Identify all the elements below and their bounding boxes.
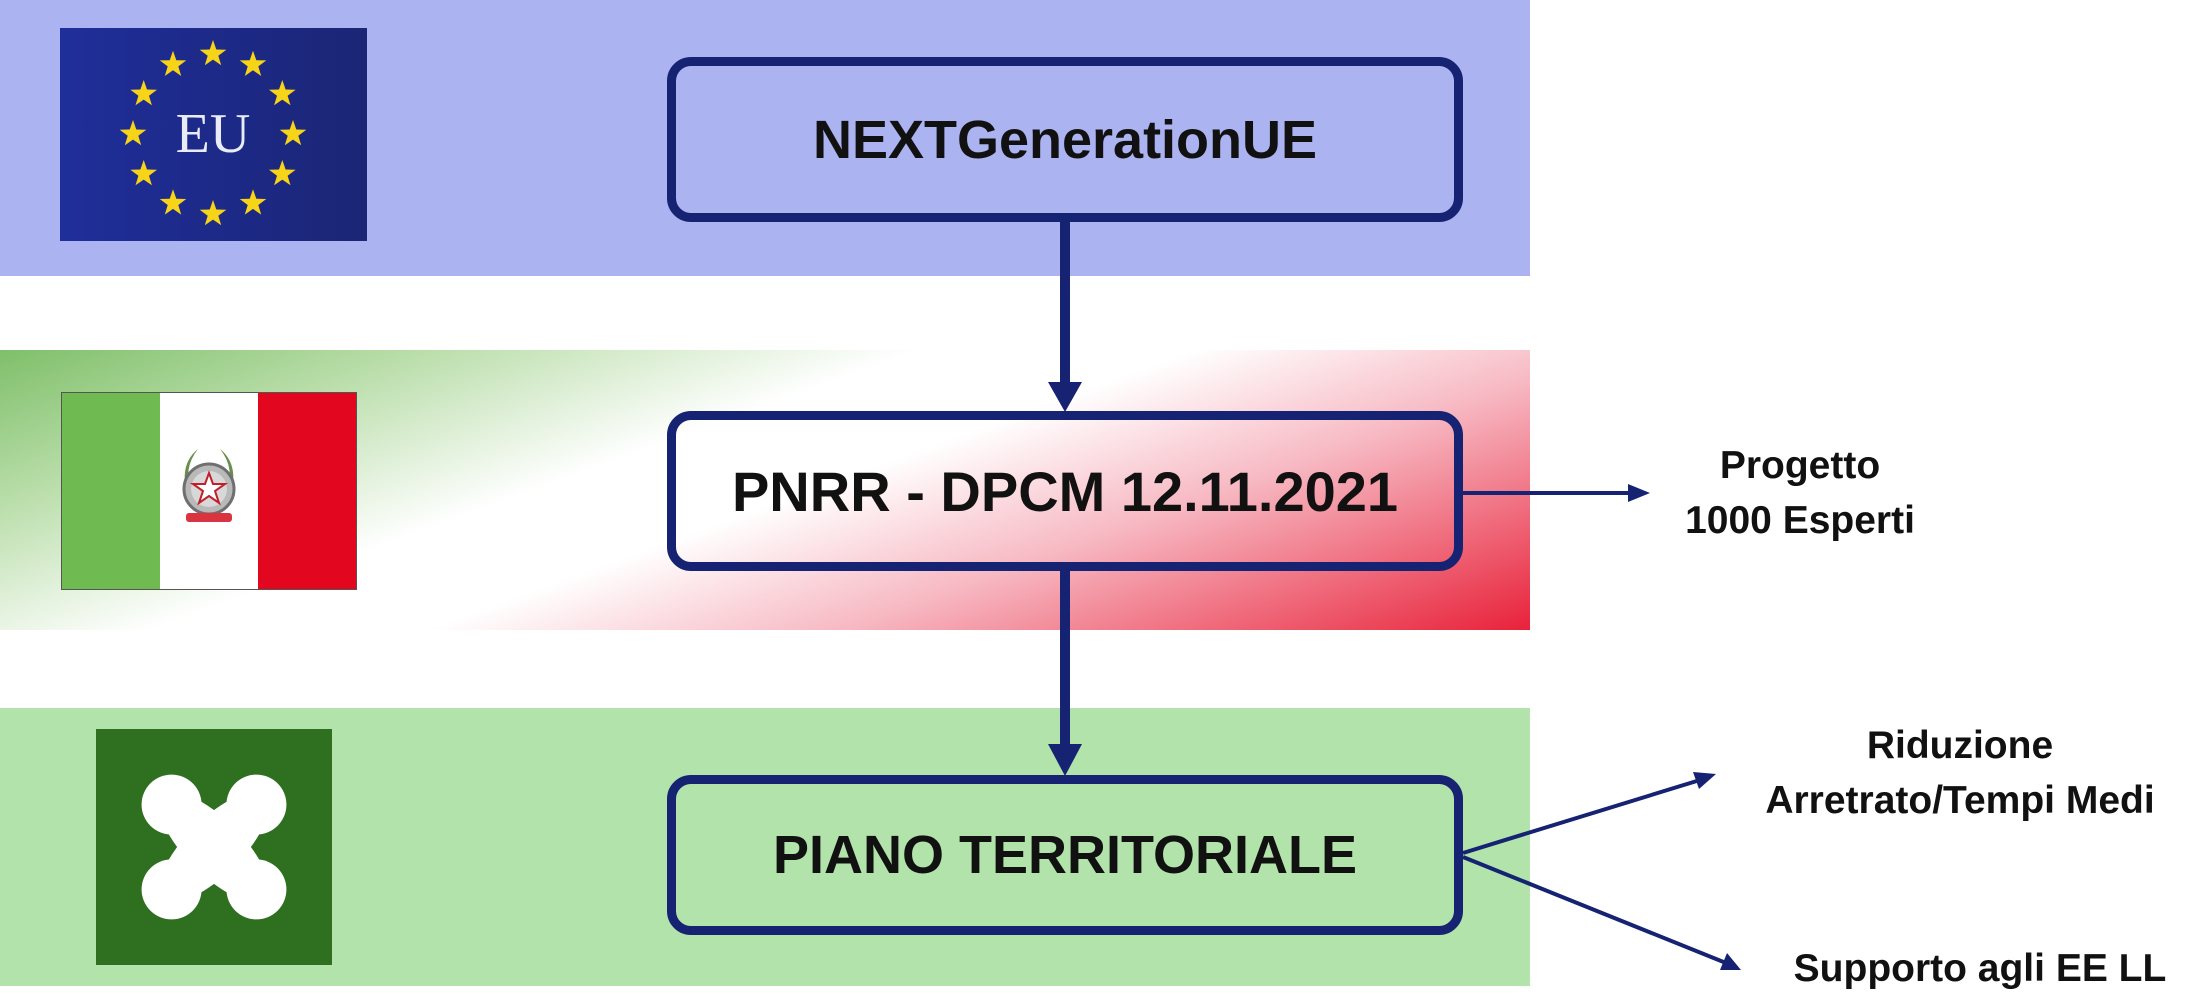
output-riduzione-line-1: Riduzione [1866,724,2054,767]
arrowhead-piano [1048,744,1082,776]
eu-star-icon [159,50,187,76]
connector-piano-riduzione [1462,778,1701,855]
eu-flag-graphic: EU [119,40,307,226]
node-pnrr-dpcm: PNRR - DPCM 12.11.2021 [667,411,1463,571]
italy-flag-red [258,393,356,589]
eu-star-icon [130,160,157,186]
eu-star-icon [239,50,267,76]
eu-star-icon [279,120,307,146]
eu-flag-text: EU [176,103,251,165]
eu-star-icon [199,40,227,66]
eu-star-icon [199,200,227,226]
node-piano-territoriale: PIANO TERRITORIALE [667,775,1463,935]
connector-piano-supporto [1462,855,1727,965]
node-nextgenerationue: NEXTGenerationUE [667,57,1463,222]
output-progetto-line-2: 1000 Esperti [1685,499,1915,542]
lombardia-flag [96,729,332,965]
rosa-camuna-icon [141,774,287,920]
eu-star-icon [239,189,267,215]
emblem-of-italy-icon [182,449,236,522]
output-progetto-line-1: Progetto [1719,444,1881,487]
eu-star-icon [269,80,296,106]
eu-flag: EU [60,28,367,241]
output-progetto: Progetto 1000 Esperti [1660,438,1940,548]
italy-flag-graphic [62,393,356,589]
arrowhead-progetto [1628,484,1650,502]
eu-star-icon [130,80,157,106]
eu-star-icon [119,120,147,146]
arrowhead-riduzione [1693,772,1716,789]
italy-flag-green [62,393,160,589]
output-supporto: Supporto agli EE LL [1793,947,2167,990]
eu-stars [119,40,307,226]
arrowhead-pnrr [1048,382,1082,412]
arrowhead-supporto [1720,953,1741,970]
output-riduzione-line-2: Arretrato/Tempi Medi [1765,779,2155,822]
eu-star-icon [159,189,187,215]
italy-flag [61,392,357,590]
eu-star-icon [269,160,296,186]
output-riduzione: Riduzione Arretrato/Tempi Medi [1735,718,2185,828]
